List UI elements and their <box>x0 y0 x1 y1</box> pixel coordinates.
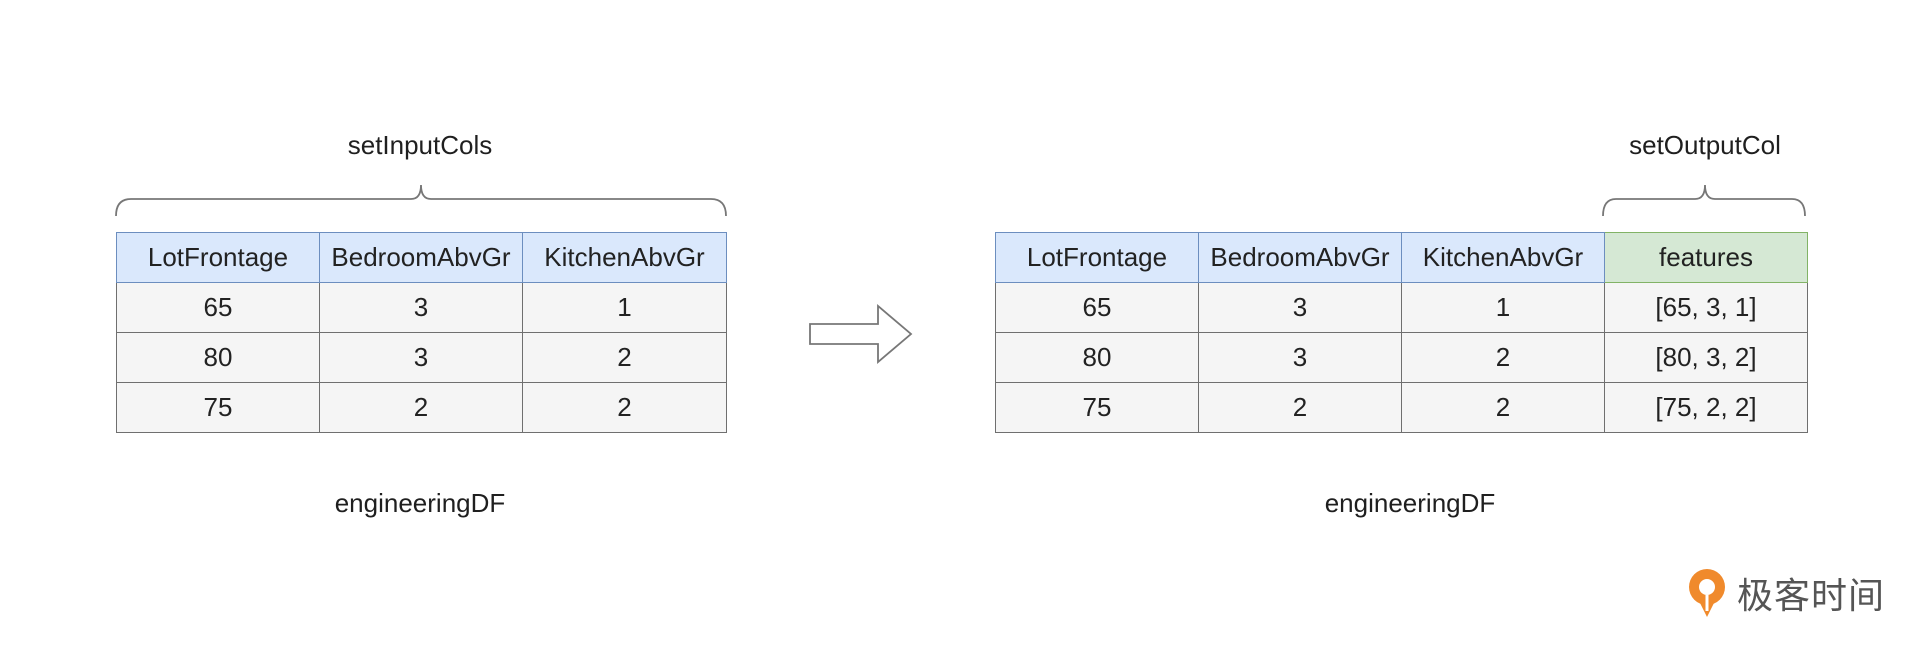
header-cell: BedroomAbvGr <box>1198 232 1402 283</box>
table-cell: 2 <box>1198 382 1402 433</box>
table-cell: 3 <box>1198 282 1402 333</box>
table-row: 80 3 2 <box>116 332 727 383</box>
table-cell: 3 <box>319 282 523 333</box>
output-col-brace <box>1602 184 1806 217</box>
table-cell: 2 <box>522 382 727 433</box>
header-cell: KitchenAbvGr <box>522 232 727 283</box>
input-cols-brace <box>115 184 727 217</box>
table-cell: 2 <box>319 382 523 433</box>
table-cell: 1 <box>1401 282 1605 333</box>
header-cell: LotFrontage <box>116 232 320 283</box>
header-cell: LotFrontage <box>995 232 1199 283</box>
features-cell: [65, 3, 1] <box>1604 282 1808 333</box>
table-cell: 80 <box>116 332 320 383</box>
header-cell: KitchenAbvGr <box>1401 232 1605 283</box>
features-cell: [80, 3, 2] <box>1604 332 1808 383</box>
table-cell: 2 <box>522 332 727 383</box>
table-header-row: LotFrontage BedroomAbvGr KitchenAbvGr <box>116 232 727 283</box>
features-cell: [75, 2, 2] <box>1604 382 1808 433</box>
table-header-row: LotFrontage BedroomAbvGr KitchenAbvGr fe… <box>995 232 1808 283</box>
logo-text: 极客时间 <box>1737 576 1886 617</box>
table-row: 65 3 1 <box>116 282 727 333</box>
table-cell: 75 <box>116 382 320 433</box>
table-row: 80 3 2 [80, 3, 2] <box>995 332 1808 383</box>
table-cell: 1 <box>522 282 727 333</box>
header-cell: BedroomAbvGr <box>319 232 523 283</box>
output-col-label: setOutputCol <box>1629 130 1781 160</box>
table-cell: 2 <box>1401 332 1605 383</box>
features-header-cell: features <box>1604 232 1808 283</box>
table-cell: 3 <box>319 332 523 383</box>
geektime-logo-icon <box>1689 569 1725 617</box>
input-cols-label: setInputCols <box>347 130 493 160</box>
output-dataframe-table: LotFrontage BedroomAbvGr KitchenAbvGr fe… <box>995 232 1808 433</box>
input-dataframe-caption: engineeringDF <box>334 488 506 518</box>
table-cell: 3 <box>1198 332 1402 383</box>
table-row: 65 3 1 [65, 3, 1] <box>995 282 1808 333</box>
table-cell: 75 <box>995 382 1199 433</box>
table-cell: 80 <box>995 332 1199 383</box>
table-cell: 65 <box>116 282 320 333</box>
table-row: 75 2 2 <box>116 382 727 433</box>
table-row: 75 2 2 [75, 2, 2] <box>995 382 1808 433</box>
table-cell: 65 <box>995 282 1199 333</box>
table-cell: 2 <box>1401 382 1605 433</box>
output-dataframe-caption: engineeringDF <box>1324 488 1496 518</box>
geektime-logo: 极客时间 <box>1685 565 1885 621</box>
right-arrow-icon <box>809 304 913 364</box>
input-dataframe-table: LotFrontage BedroomAbvGr KitchenAbvGr 65… <box>116 232 727 433</box>
